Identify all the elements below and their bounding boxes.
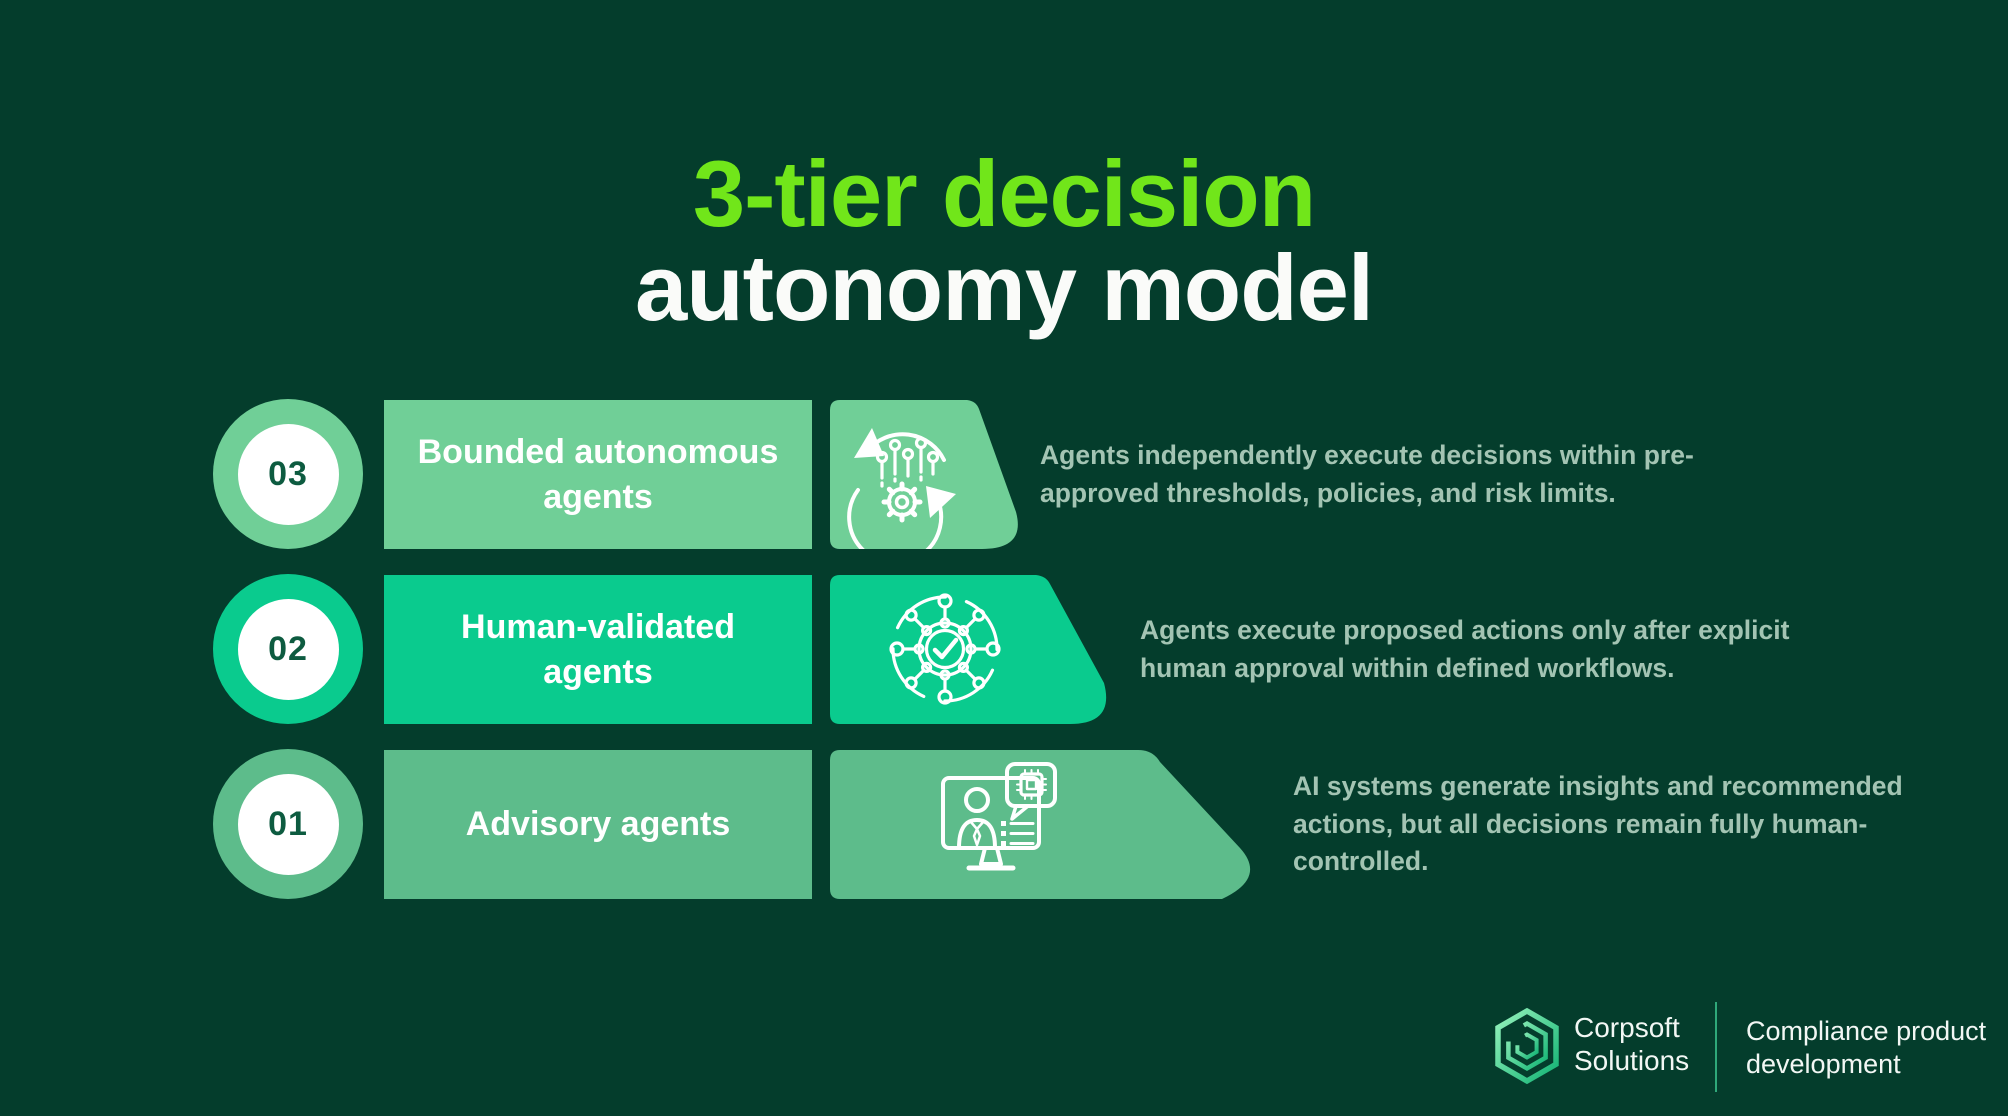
tier-number: 03 [268, 454, 308, 493]
tier-number-badge: 02 [213, 574, 363, 724]
tier-number-badge: 03 [213, 399, 363, 549]
automation-cycle-icon [847, 428, 956, 549]
tier-icon-flag [830, 400, 1018, 549]
tier-number-inner-circle: 03 [237, 423, 339, 525]
tier-number-badge: 01 [213, 749, 363, 899]
brand-name: Corpsoft Solutions [1574, 1012, 1690, 1076]
tier-description: Agents independently execute decisions w… [1040, 439, 1694, 508]
network-approval-icon [889, 593, 1001, 705]
tier-icon-flag [830, 750, 1251, 899]
tier-number: 02 [268, 629, 308, 668]
tier-row-01: 01 Advisory agents [0, 749, 2008, 899]
page-title-accent-line: 3-tier decision [692, 140, 1316, 246]
tier-row-02: 02 Human-validated agents [0, 574, 2008, 724]
tier-label-box: Human-validated agents [384, 575, 812, 724]
footer-tagline: Compliance product development [1746, 1016, 1987, 1079]
corpsoft-hexagon-logo-icon [1495, 1007, 1559, 1085]
tier-description: Agents execute proposed actions only aft… [1140, 614, 1790, 683]
footer-divider [1715, 1002, 1717, 1092]
page-title-white-line: autonomy model [634, 234, 1374, 340]
page-title: 3-tier decision autonomy model [0, 140, 2008, 340]
tier-number-inner-circle: 02 [237, 598, 339, 700]
tier-label: Advisory agents [465, 805, 731, 844]
tier-number: 01 [268, 804, 308, 843]
tier-label-box: Bounded autonomous agents [384, 400, 812, 549]
tier-label-box: Advisory agents [384, 750, 812, 899]
tier-row-03: 03 Bounded autonomous agents [0, 399, 2008, 549]
tier-description: AI systems generate insights and recomme… [1293, 771, 1903, 877]
advisor-monitor-icon [941, 762, 1057, 871]
tier-icon-flag [830, 575, 1107, 724]
tier-label: Human-validated agents [461, 607, 735, 691]
tier-label: Bounded autonomous agents [417, 432, 779, 516]
tier-number-inner-circle: 01 [237, 773, 339, 875]
